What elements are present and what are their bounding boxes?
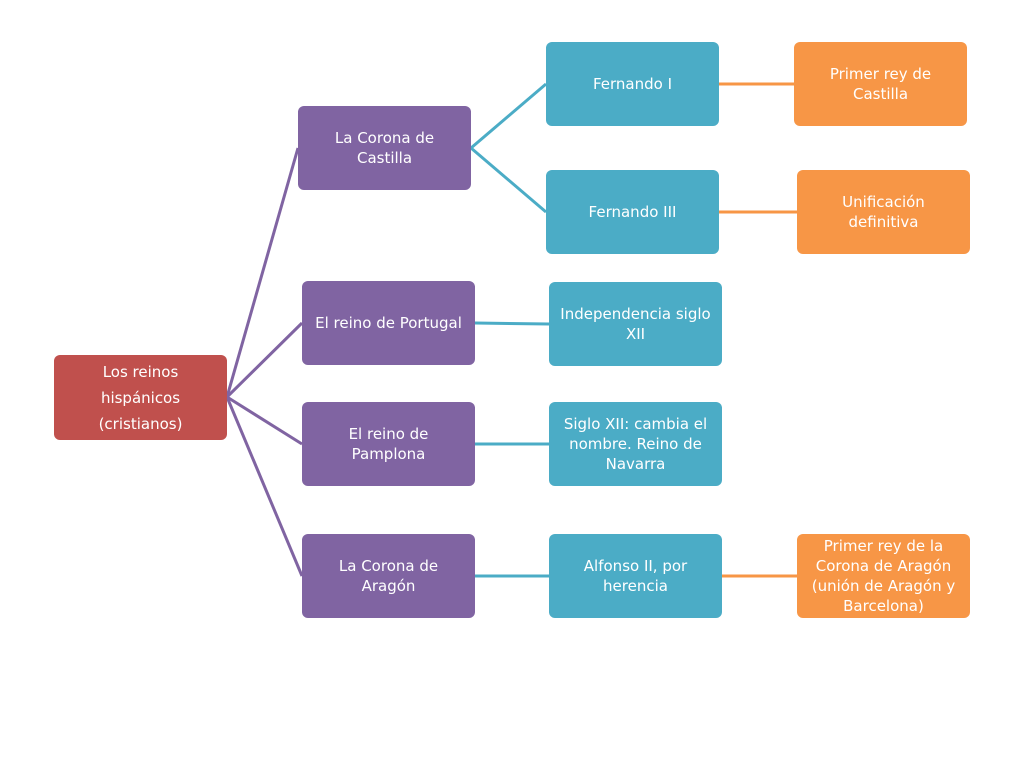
node-reino-pamplona: El reino de Pamplona [302,402,475,486]
connector-root-aragon [225,396,304,577]
node-alfonso-ii: Alfonso II, por herencia [549,534,722,618]
node-fernando-iii: Fernando III [546,170,719,254]
connector-portugal-independencia [474,321,550,326]
node-fernando-i: Fernando I [546,42,719,126]
node-independencia-siglo-xii: Independencia siglo XII [549,282,722,366]
connector-root-castilla [225,147,300,398]
node-corona-aragon: La Corona de Aragón [302,534,475,618]
node-siglo-xii-navarra: Siglo XII: cambia el nombre. Reino de Na… [549,402,722,486]
connector-castilla-fernando3 [470,146,547,214]
node-primer-rey-aragon: Primer rey de la Corona de Aragón (unión… [797,534,970,618]
root-node-line2: (cristianos) [98,414,183,433]
connector-root-portugal [225,321,304,399]
connector-castilla-fernando1 [470,82,547,150]
node-unificacion-definitiva: Unificación definitiva [797,170,970,254]
root-node-line1: Los reinos hispánicos [100,362,181,407]
node-corona-castilla: La Corona de Castilla [298,106,471,190]
root-node-reinos-hispanicos: Los reinos hispánicos (cristianos) [54,355,227,440]
node-primer-rey-castilla: Primer rey de Castilla [794,42,967,126]
node-reino-portugal: El reino de Portugal [302,281,475,365]
connector-root-pamplona [226,395,303,446]
